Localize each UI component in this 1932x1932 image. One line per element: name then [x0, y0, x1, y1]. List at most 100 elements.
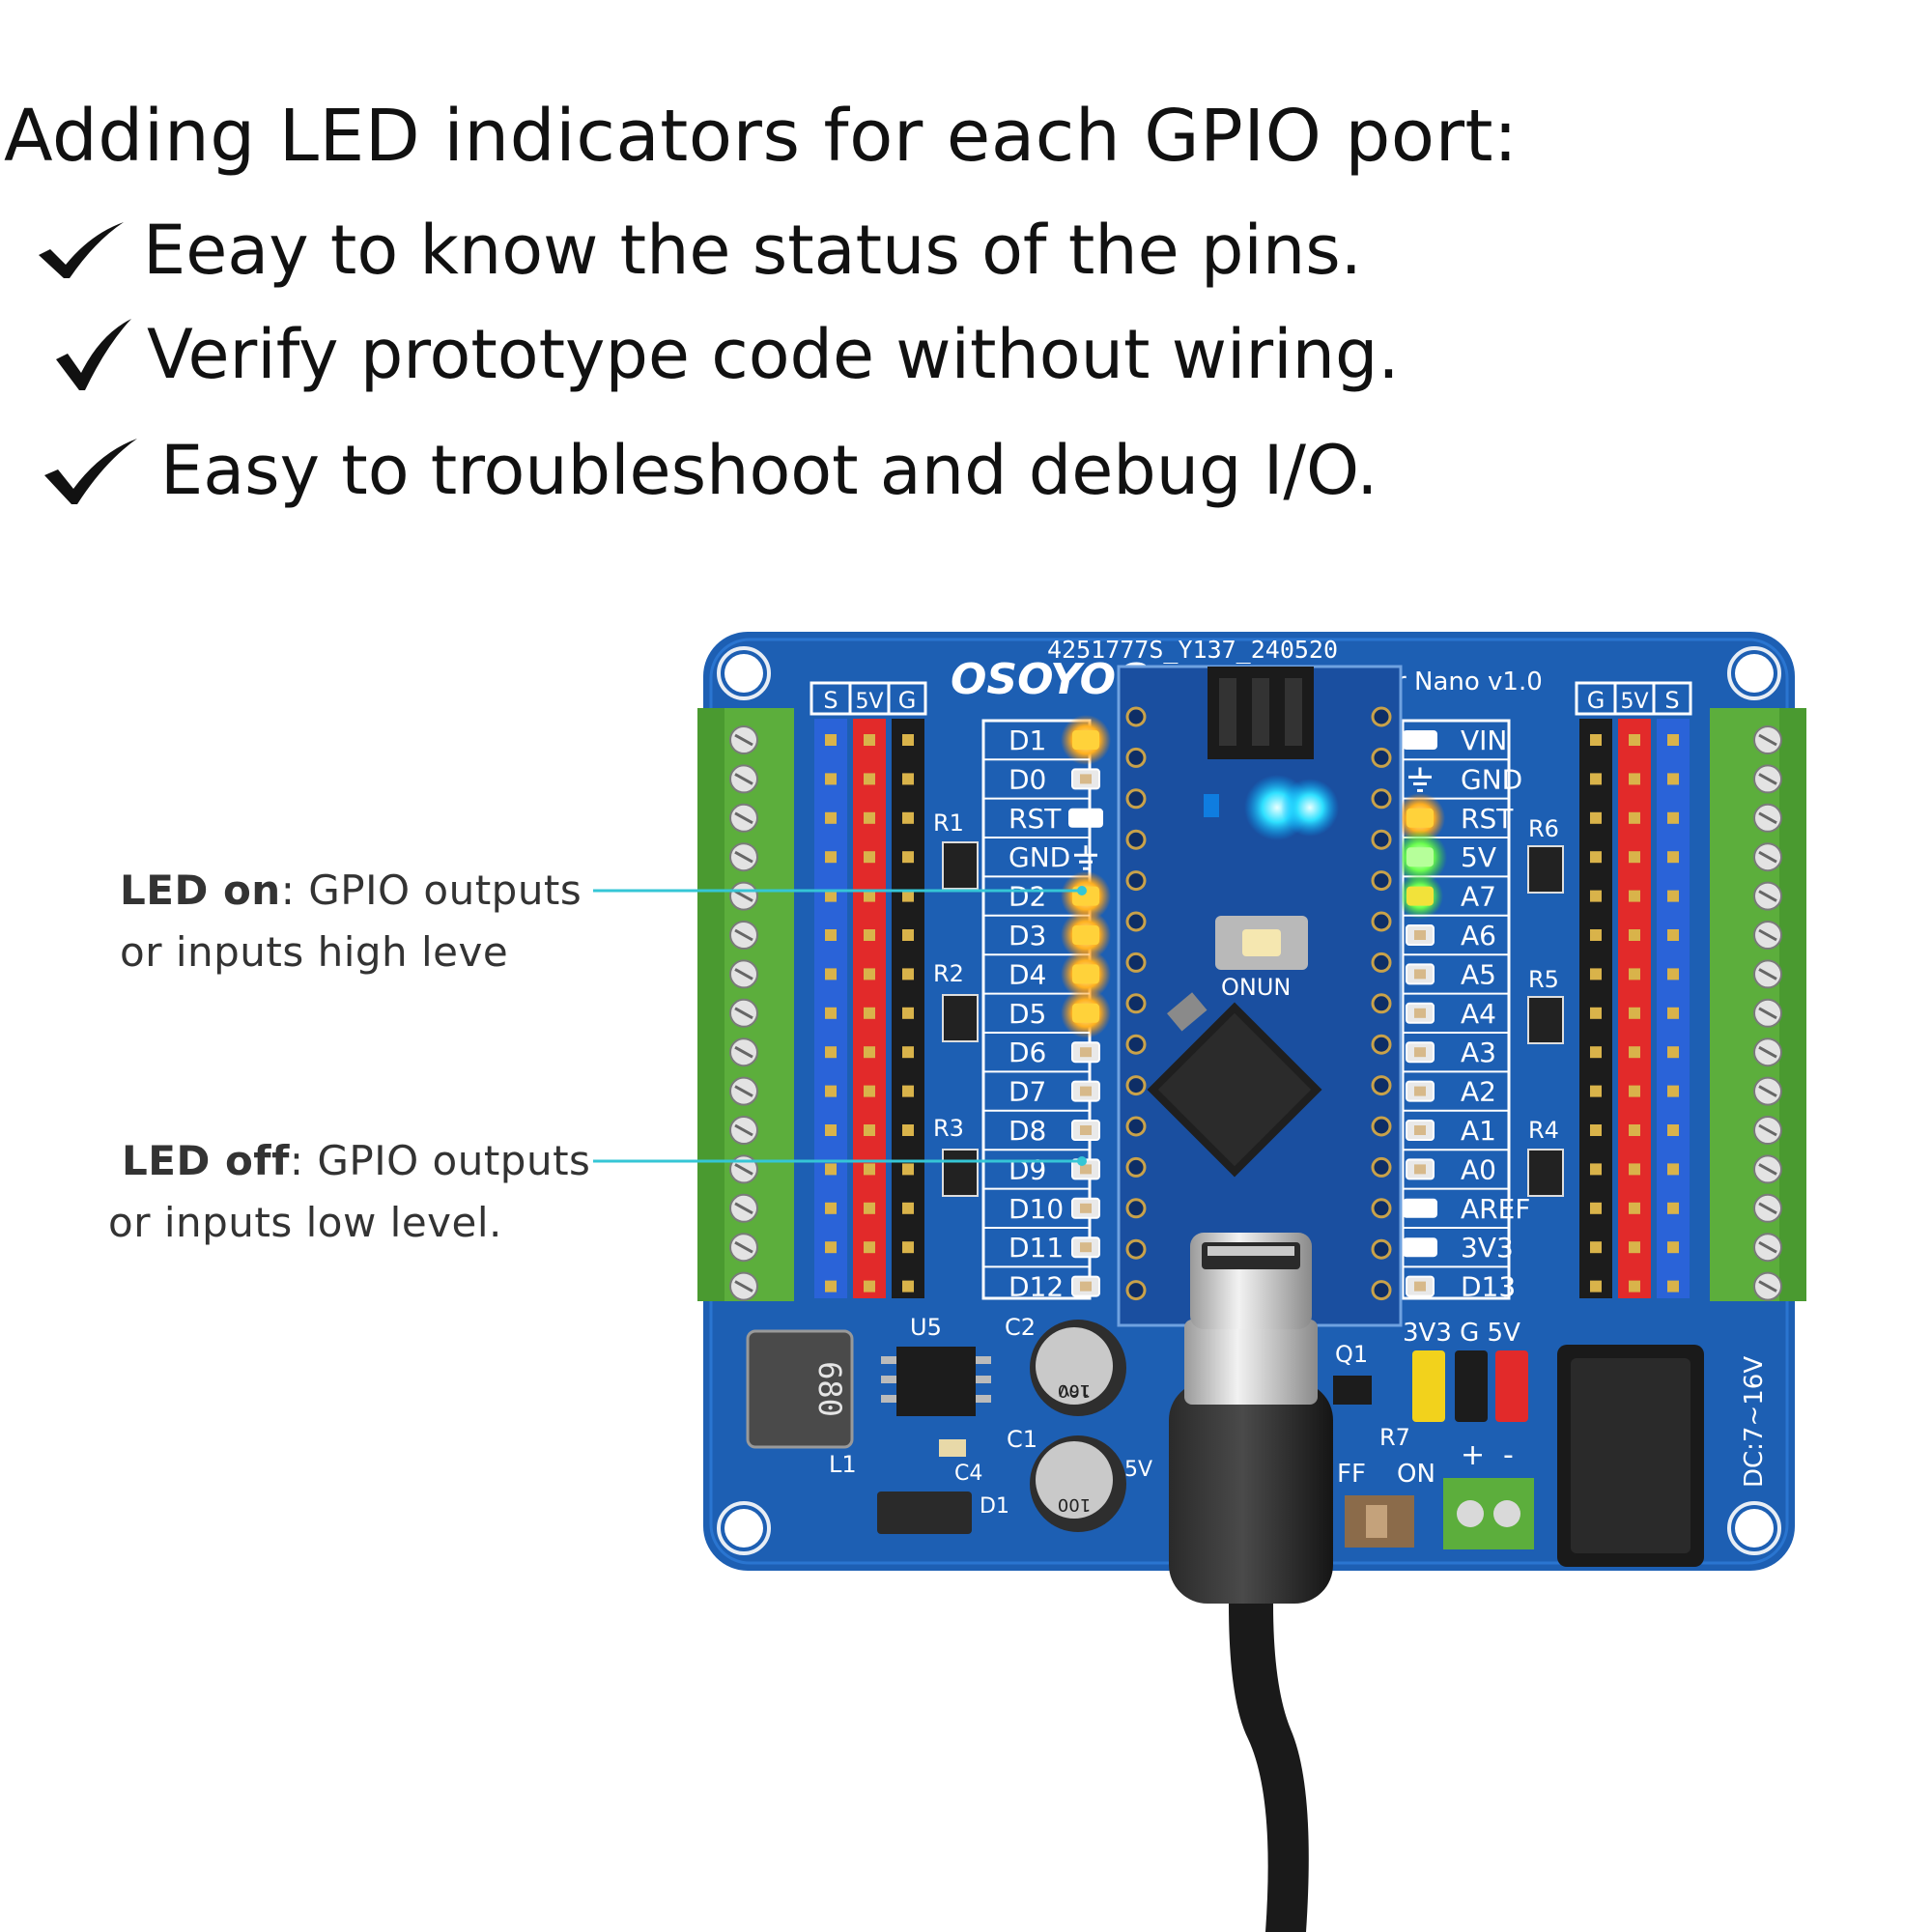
header-pin	[864, 773, 875, 785]
nano-pin	[1371, 829, 1392, 850]
header-pin	[902, 811, 914, 824]
header-pin	[1590, 773, 1602, 785]
header-pin	[1667, 929, 1679, 941]
left-pin-headers	[814, 719, 924, 1298]
nano-pin	[1125, 747, 1147, 768]
svg-text:R3: R3	[933, 1115, 964, 1142]
pin-label: RST	[1009, 803, 1062, 835]
header-pin	[825, 1124, 837, 1136]
header-pin	[1590, 1085, 1602, 1097]
header-pin	[1629, 968, 1640, 980]
header-pin	[1590, 851, 1602, 864]
header-pin	[1629, 1046, 1640, 1059]
svg-text:+: +	[1461, 1438, 1485, 1472]
header-pin	[864, 1046, 875, 1059]
header-pin	[1590, 1046, 1602, 1059]
label-plate	[1403, 1198, 1437, 1218]
svg-text:R4: R4	[1528, 1117, 1559, 1144]
callout-pointers	[593, 886, 1087, 1166]
callout-led-on-desc-2: or inputs high leve	[120, 928, 509, 976]
svg-text:3V3 G 5V: 3V3 G 5V	[1403, 1319, 1520, 1348]
svg-text:Q1: Q1	[1335, 1341, 1368, 1368]
header-pin	[864, 1202, 875, 1214]
svg-text:S: S	[823, 687, 838, 714]
header-pin	[1629, 929, 1640, 941]
left-header-labels: S 5V G	[810, 681, 927, 716]
svg-text:100: 100	[1058, 1494, 1091, 1515]
nano-pin	[1125, 1034, 1147, 1055]
header-pin	[1667, 890, 1679, 902]
header-pin	[1667, 734, 1679, 746]
nano-pin	[1371, 1198, 1392, 1219]
board-serial: 4251777S_Y137_240520	[1047, 636, 1338, 664]
pin-label: A2	[1461, 1076, 1496, 1108]
header-pin	[1590, 811, 1602, 824]
pin-label: D5	[1009, 998, 1046, 1030]
header-pin	[902, 1280, 914, 1293]
nano-pin	[1125, 993, 1147, 1014]
header-pin	[1590, 1241, 1602, 1254]
header-pin	[1629, 1202, 1640, 1214]
header-pin	[1629, 1085, 1640, 1097]
nano-pin	[1125, 870, 1147, 892]
pin-label: RST	[1461, 803, 1514, 835]
page-heading: Adding LED indicators for each GPIO port…	[4, 95, 1519, 178]
header-pin	[1590, 1202, 1602, 1214]
header-pin	[1590, 1007, 1602, 1019]
nano-pin	[1371, 1156, 1392, 1178]
callout-led-off-desc-2: or inputs low level.	[108, 1199, 502, 1246]
header-pin	[825, 929, 837, 941]
header-pin	[825, 811, 837, 824]
header-pin	[1667, 851, 1679, 864]
header-pin	[902, 1046, 914, 1059]
header-pin	[1629, 1241, 1640, 1254]
header-pin	[1629, 1124, 1640, 1136]
svg-text:5V: 5V	[1124, 1458, 1152, 1482]
pin-label: A5	[1461, 958, 1496, 990]
header-pin	[902, 1007, 914, 1019]
nano-pin	[1371, 870, 1392, 892]
header-pin	[864, 734, 875, 746]
header-pin	[902, 851, 914, 864]
nano-pin	[1125, 1280, 1147, 1301]
svg-text:L1: L1	[829, 1451, 857, 1478]
header-pin	[864, 890, 875, 902]
check-icon	[44, 439, 137, 504]
pin-label: D2	[1009, 881, 1046, 913]
header-pin	[825, 1085, 837, 1097]
nano-pin	[1371, 993, 1392, 1014]
pin-label: D13	[1461, 1271, 1516, 1303]
pin-label: D8	[1009, 1115, 1046, 1147]
pin-label: A4	[1461, 998, 1496, 1030]
label-plate	[1068, 808, 1103, 828]
mounting-holes	[717, 646, 1781, 1555]
svg-text:G: G	[898, 687, 917, 714]
nano-pin	[1371, 747, 1392, 768]
header-pin	[1629, 1007, 1640, 1019]
nano-pin	[1371, 1075, 1392, 1096]
nano-module: ONUN	[1117, 665, 1403, 1327]
header-pin	[902, 1085, 914, 1097]
pin-label: D10	[1009, 1193, 1064, 1225]
header-pin	[1590, 1280, 1602, 1293]
header-pin	[825, 851, 837, 864]
svg-text:680: 680	[811, 1361, 848, 1417]
svg-text:ON: ON	[1397, 1460, 1435, 1489]
header-pin	[1667, 1163, 1679, 1176]
pin-label: GND	[1461, 763, 1522, 795]
header-pin	[902, 1202, 914, 1214]
svg-text:S: S	[1664, 687, 1679, 714]
header-pin	[1590, 1124, 1602, 1136]
resistor-arrays: R1 R2 R3 R6 R5 R4	[933, 810, 1564, 1197]
header-pin	[825, 1280, 837, 1293]
pin-label: D1	[1009, 724, 1046, 756]
nano-pin	[1125, 952, 1147, 973]
svg-text:16V: 16V	[1059, 1381, 1089, 1400]
pin-label: A7	[1461, 881, 1496, 913]
header-pin	[1629, 773, 1640, 785]
header-pin	[1629, 1163, 1640, 1176]
svg-text:R1: R1	[933, 810, 964, 837]
